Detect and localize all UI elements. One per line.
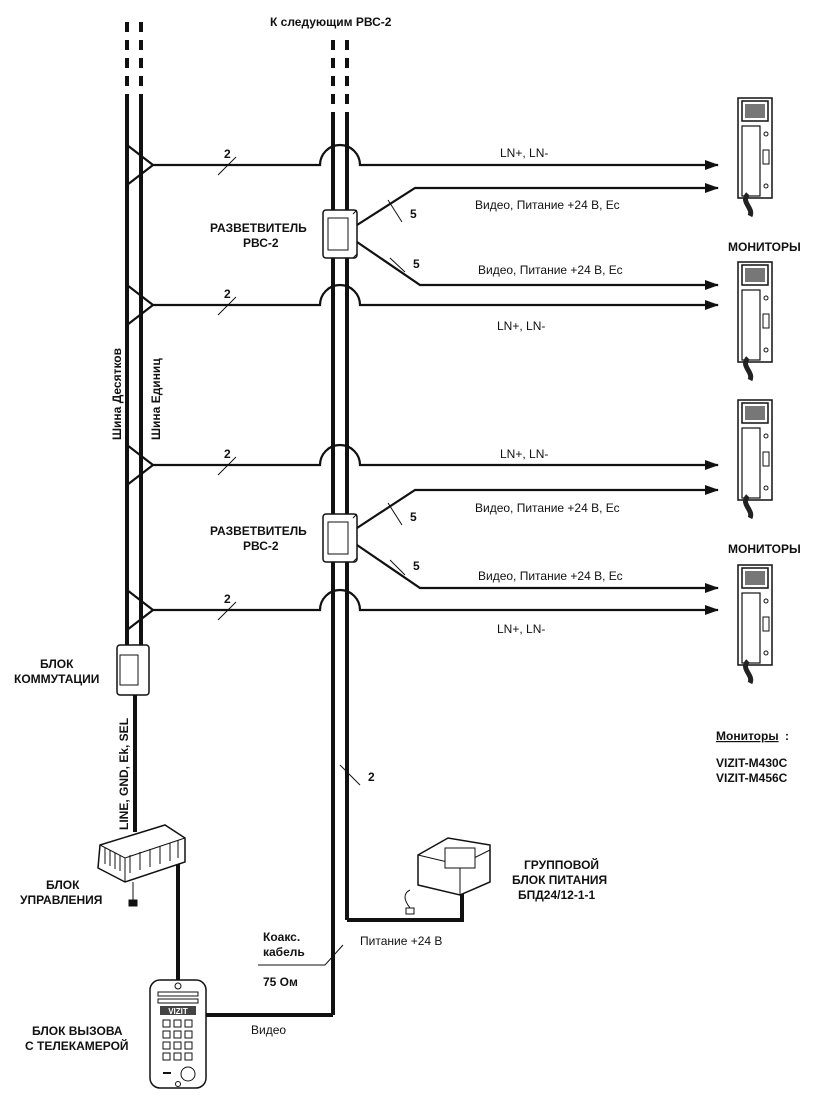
switch-block-label: БЛОК (40, 657, 74, 671)
monitor-device (738, 565, 772, 683)
bus-tens-label: Шина Десятков (110, 348, 124, 440)
wire-count: 2 (224, 447, 231, 461)
wire-count: 2 (224, 287, 231, 301)
bus-units-label: Шина Единиц (149, 358, 163, 440)
monitors-legend-colon: : (785, 729, 789, 743)
switch-block-device (116, 644, 150, 696)
coax-label: 75 Ом (263, 975, 298, 989)
splitter-device (322, 209, 358, 259)
splitter-label: РВС-2 (243, 236, 279, 250)
video-power-label: Видео, Питание +24 В, Ес (478, 263, 623, 277)
wire-count: 5 (410, 510, 417, 524)
power-block-label: БЛОК ПИТАНИЯ (512, 873, 607, 887)
bus-lines-left (125, 22, 143, 832)
power-block-device (404, 837, 491, 915)
call-block-label: БЛОК ВЫЗОВА (32, 1024, 123, 1038)
coax-label: Коакс. (263, 930, 300, 944)
video-power-label: Видео, Питание +24 В, Ес (475, 501, 620, 515)
wire-count: 5 (413, 559, 420, 573)
coax-label: кабель (263, 945, 305, 959)
monitors-legend-title: Мониторы (716, 729, 779, 743)
ln-label: LN+, LN- (500, 146, 548, 160)
splitter-device (322, 513, 358, 563)
wire-count: 2 (368, 770, 375, 784)
video-branches: 5 5 5 5 Видео, Питание +24 В, Ес Видео, … (356, 183, 719, 593)
ln-label: LN+, LN- (500, 447, 548, 461)
ln-branches: 2 2 2 2 LN+, LN- LN+, LN- LN+, LN- LN+, … (126, 143, 719, 636)
monitor-model: VIZIT-M430C (716, 756, 788, 770)
video-power-label: Видео, Питание +24 В, Ес (478, 569, 623, 583)
brand-logo: VIZIT (168, 1007, 188, 1016)
wire-count: 2 (224, 592, 231, 606)
next-splitter-label: К следующим РВС-2 (270, 15, 392, 29)
switch-block-label: КОММУТАЦИИ (14, 672, 99, 686)
control-wires-label: LINE, GND, Ek, SEL (117, 718, 131, 830)
splitter-label: РАЗВЕТВИТЕЛЬ (210, 524, 307, 538)
monitor-device (738, 400, 772, 518)
video-label: Видео (251, 1023, 286, 1037)
splitter-label: РВС-2 (243, 539, 279, 553)
splitter-label: РАЗВЕТВИТЕЛЬ (210, 221, 307, 235)
control-block-device (97, 824, 186, 907)
power-block-label: ГРУППОВОЙ (524, 857, 599, 872)
power-24-label: Питание +24 В (360, 934, 442, 948)
monitor-device (738, 98, 772, 216)
wire-count: 5 (410, 207, 417, 221)
monitor-model: VIZIT-M456C (716, 771, 788, 785)
wire-count: 2 (224, 147, 231, 161)
monitors-label: МОНИТОРЫ (728, 240, 801, 254)
power-block-label: БПД24/12-1-1 (518, 888, 595, 902)
monitor-device (738, 262, 772, 380)
monitors-label: МОНИТОРЫ (728, 542, 801, 556)
ln-label: LN+, LN- (497, 622, 545, 636)
call-block-device: VIZIT (149, 979, 207, 1089)
video-power-label: Видео, Питание +24 В, Ес (475, 198, 620, 212)
ln-label: LN+, LN- (497, 319, 545, 333)
call-block-label: С ТЕЛЕКАМЕРОЙ (25, 1038, 129, 1053)
control-block-label: УПРАВЛЕНИЯ (20, 893, 102, 907)
control-block-label: БЛОК (46, 878, 80, 892)
wire-count: 5 (413, 257, 420, 271)
